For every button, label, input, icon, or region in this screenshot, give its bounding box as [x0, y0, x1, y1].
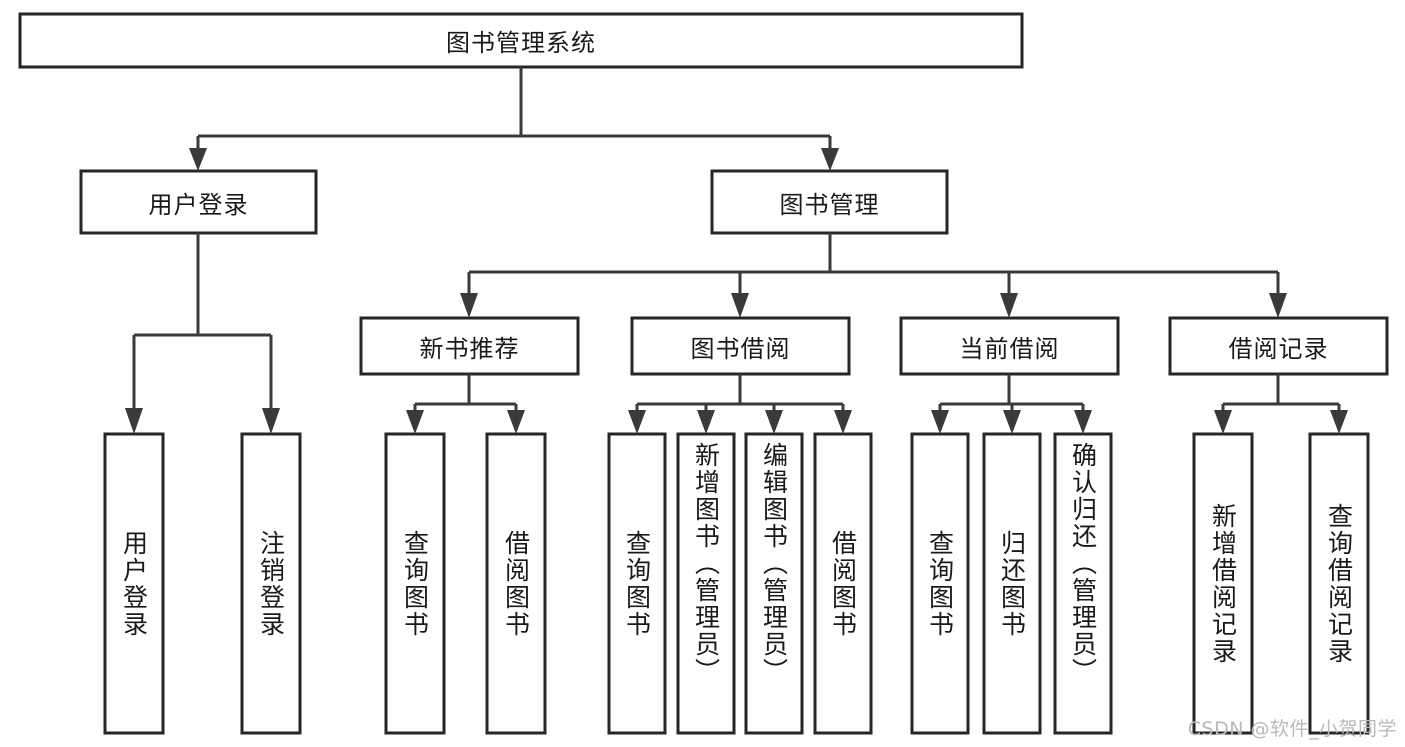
- node-box-leaf-borrow-book-1[interactable]: [485, 432, 547, 735]
- arrow-head-leaf-confirm-return: [1074, 410, 1092, 434]
- arrow-head-leaf-add-book: [697, 410, 715, 434]
- connector-borrow-record-to-leaves: [1214, 374, 1348, 434]
- arrow-head-current-borrow: [1000, 293, 1018, 318]
- arrow-head-leaf-query-book-1: [406, 410, 424, 434]
- connector-current-borrow-to-leaves: [931, 374, 1092, 434]
- arrow-head-leaf-borrow-book-1: [507, 410, 525, 434]
- connector-new-book-recommend-to-leaves: [406, 374, 525, 434]
- arrow-head-leaf-query-book-3: [931, 410, 949, 434]
- node-box-book-management[interactable]: [710, 169, 949, 235]
- node-box-new-book-recommend[interactable]: [359, 316, 580, 376]
- connector-user-login-to-leaves: [125, 233, 280, 434]
- node-box-leaf-user-logout[interactable]: [240, 432, 302, 735]
- node-box-current-borrow[interactable]: [899, 316, 1120, 376]
- arrow-head-leaf-add-record: [1214, 410, 1232, 434]
- arrow-head-borrow-record: [1269, 293, 1287, 318]
- node-box-leaf-return-book[interactable]: [982, 432, 1042, 735]
- connector-root-to-level1: [189, 67, 839, 171]
- node-box-leaf-query-book-2[interactable]: [607, 432, 667, 735]
- node-box-user-login[interactable]: [79, 169, 318, 235]
- node-box-leaf-query-book-1[interactable]: [384, 432, 446, 735]
- node-box-leaf-confirm-return[interactable]: [1053, 432, 1113, 735]
- arrow-head-leaf-user-logout: [262, 408, 280, 434]
- arrow-head-leaf-return-book: [1003, 410, 1021, 434]
- watermark-text: CSDN @软件_小贺同学: [1187, 718, 1397, 740]
- node-box-leaf-query-record[interactable]: [1308, 432, 1370, 735]
- node-box-borrow-record[interactable]: [1168, 316, 1389, 376]
- node-box-leaf-borrow-book-2[interactable]: [813, 432, 873, 735]
- arrow-head-leaf-query-record: [1330, 410, 1348, 434]
- node-box-leaf-query-book-3[interactable]: [910, 432, 970, 735]
- arrow-head-book-management: [821, 148, 839, 171]
- node-box-leaf-user-login[interactable]: [103, 432, 165, 735]
- arrow-head-leaf-edit-book: [765, 410, 783, 434]
- arrow-head-new-book-recommend: [460, 293, 478, 318]
- node-box-leaf-edit-book[interactable]: [744, 432, 804, 735]
- arrow-head-user-login: [189, 148, 207, 171]
- node-box-leaf-add-book[interactable]: [676, 432, 736, 735]
- connector-book-management-to-level2: [460, 233, 1287, 318]
- arrow-head-leaf-query-book-2: [628, 410, 646, 434]
- node-box-book-borrow[interactable]: [630, 316, 851, 376]
- connector-book-borrow-to-leaves: [628, 374, 852, 434]
- arrow-head-book-borrow: [731, 293, 749, 318]
- arrow-head-leaf-borrow-book-2: [834, 410, 852, 434]
- node-box-root[interactable]: [18, 12, 1024, 69]
- node-box-leaf-add-record[interactable]: [1192, 432, 1254, 735]
- arrow-head-leaf-user-login: [125, 408, 143, 434]
